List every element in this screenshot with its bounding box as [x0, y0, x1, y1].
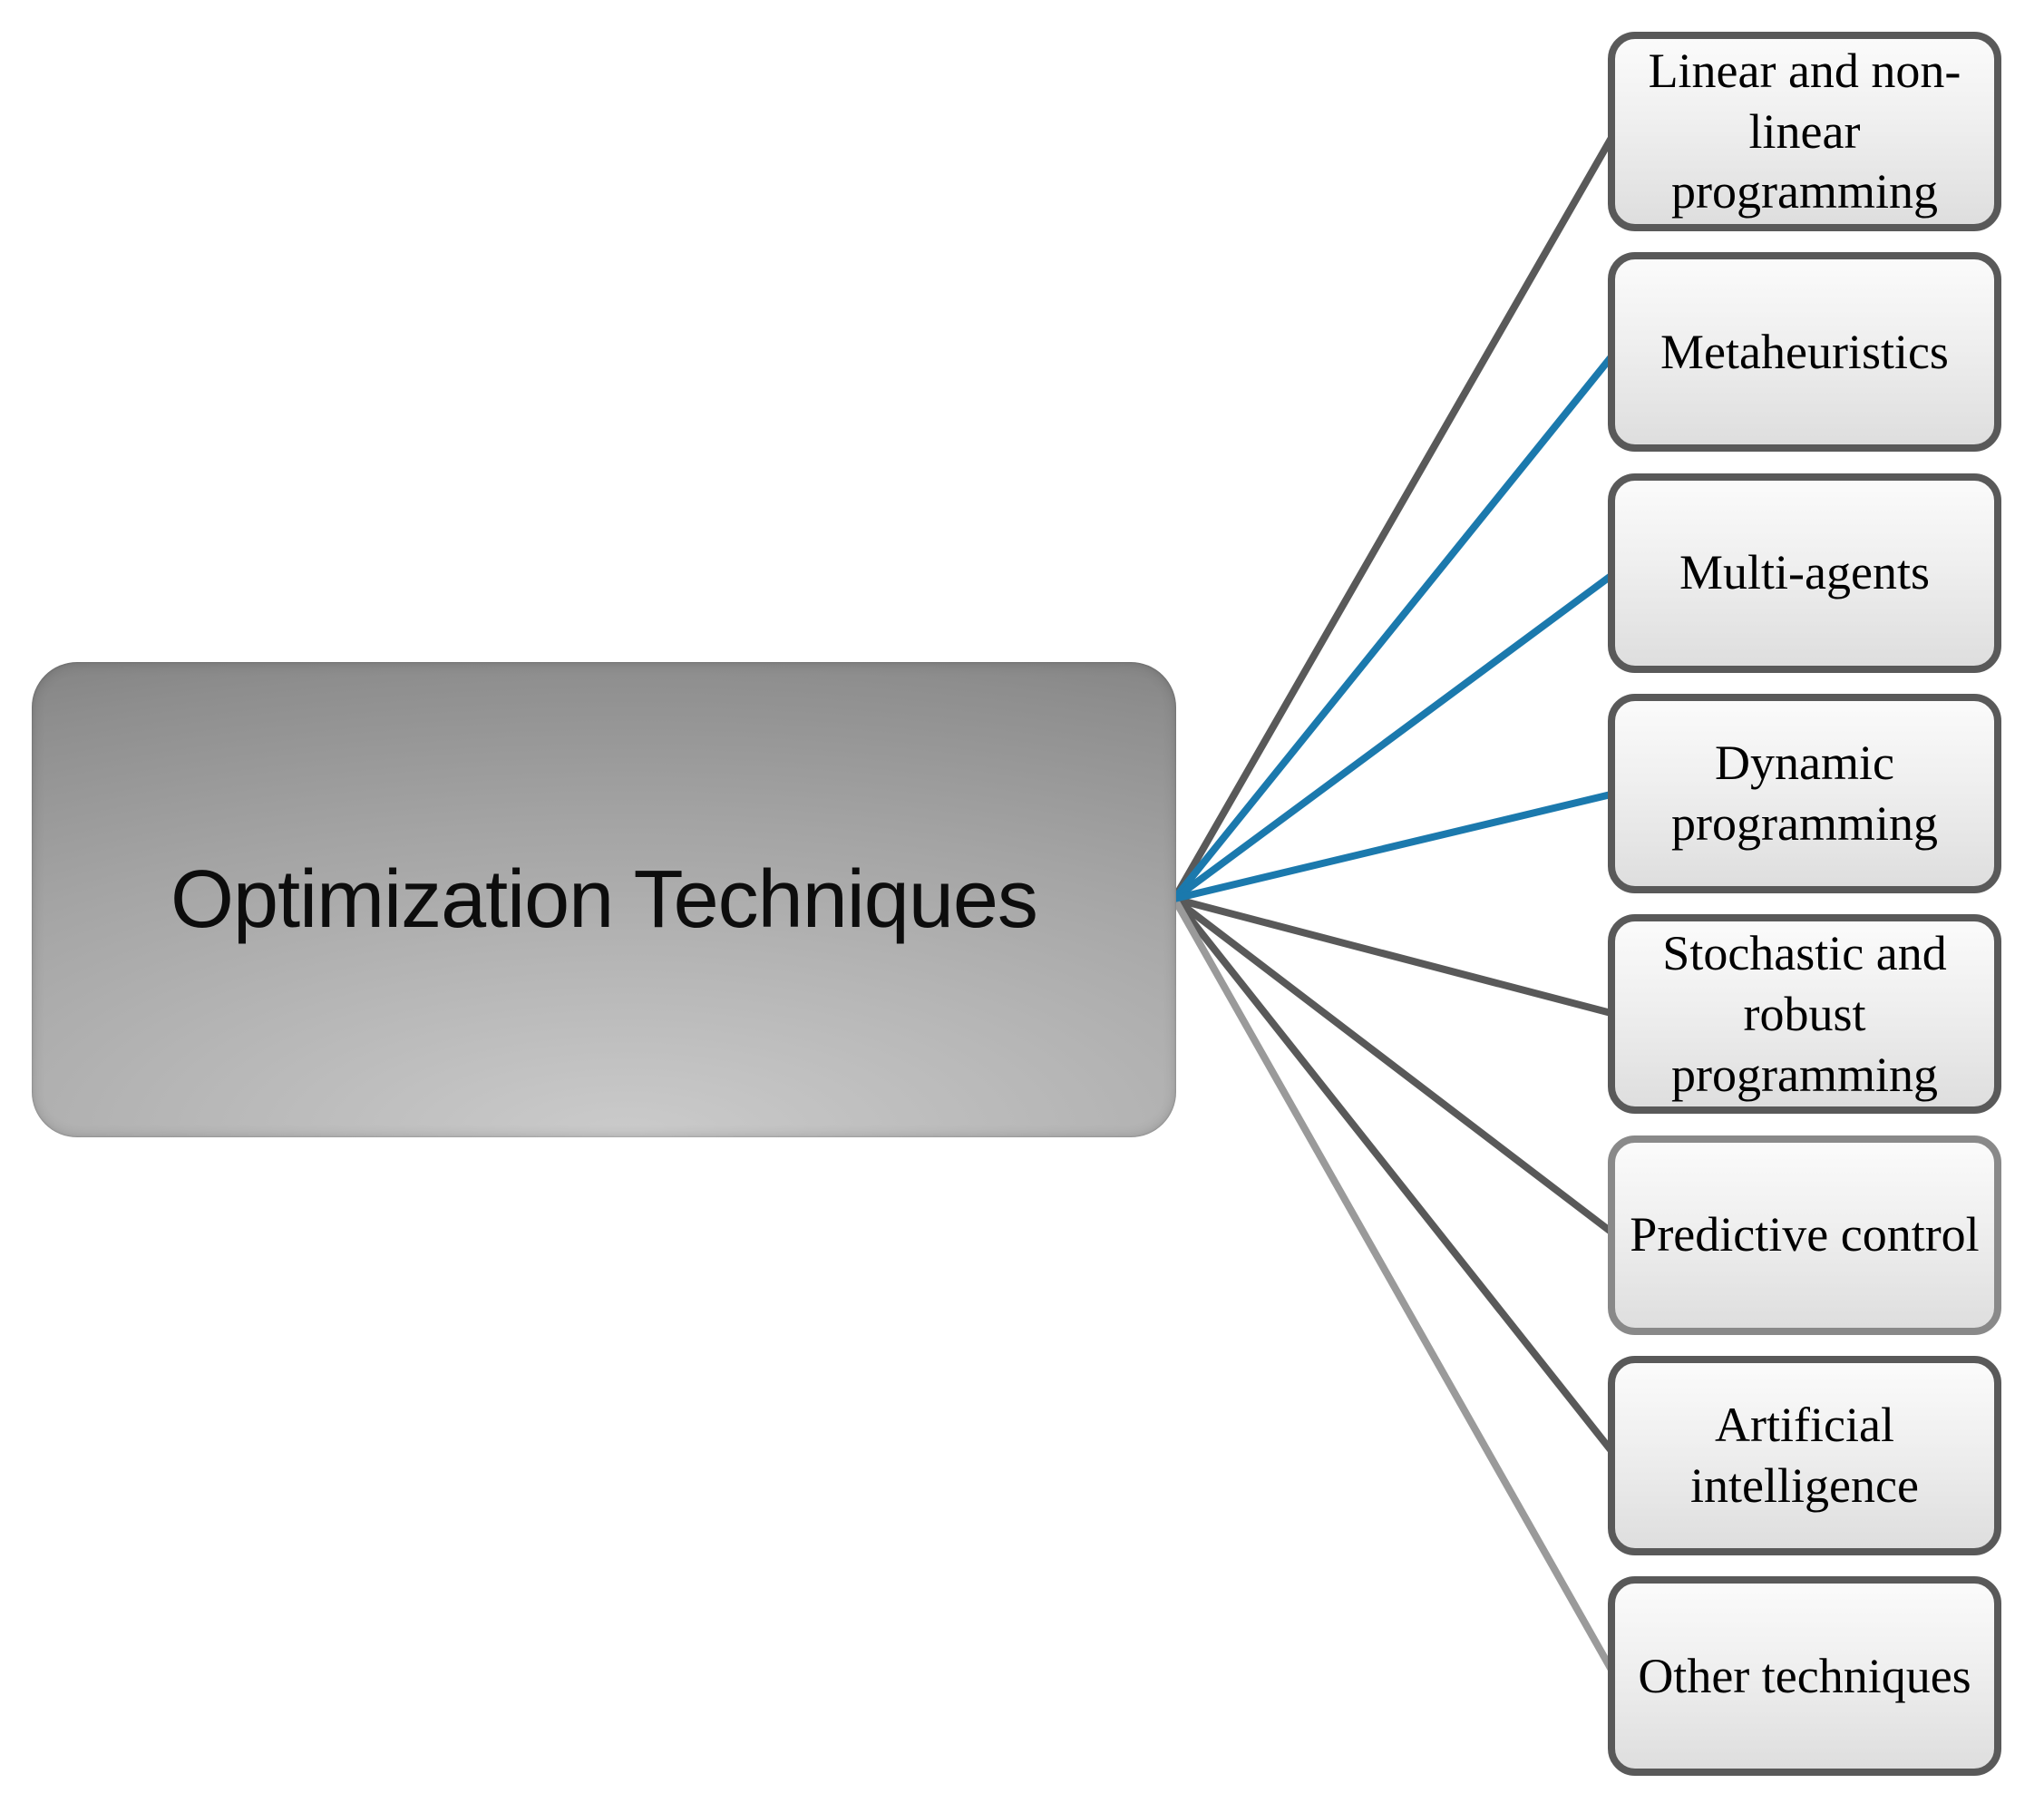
- connector-linear-and-non-linear-programming: [1171, 130, 1619, 901]
- child-node-metaheuristics: Metaheuristics: [1608, 252, 2001, 453]
- child-node-predictive-control: Predictive control: [1608, 1135, 2001, 1335]
- root-node: Optimization Techniques: [32, 662, 1176, 1137]
- child-node-label: Linear and non-linear programming: [1648, 43, 1961, 219]
- child-node-dynamic-programming: Dynamic programming: [1608, 693, 2001, 893]
- connector-stochastic-and-robust-programming: [1173, 895, 1617, 1018]
- connector-metaheuristics: [1171, 349, 1619, 902]
- connector-multi-agents: [1172, 570, 1618, 902]
- child-node-label: Other techniques: [1638, 1648, 1971, 1703]
- connector-artificial-intelligence: [1171, 896, 1619, 1458]
- child-node-stochastic-and-robust-programming: Stochastic and robust programming: [1608, 914, 2001, 1115]
- child-node-artificial-intelligence: Artificial intelligence: [1608, 1355, 2001, 1555]
- child-node-linear-and-non-linear-programming: Linear and non-linear programming: [1608, 32, 2001, 231]
- child-node-label: Stochastic and robust programming: [1662, 925, 1947, 1102]
- child-node-label: Artificial intelligence: [1690, 1397, 1919, 1513]
- child-node-label: Predictive control: [1630, 1207, 1980, 1262]
- child-node-label: Multi-agents: [1679, 545, 1930, 600]
- connector-other-techniques: [1171, 897, 1619, 1679]
- child-node-label: Dynamic programming: [1671, 735, 1938, 851]
- child-node-other-techniques: Other techniques: [1608, 1576, 2001, 1777]
- child-node-label: Metaheuristics: [1660, 324, 1949, 379]
- connector-predictive-control: [1172, 895, 1618, 1238]
- child-node-multi-agents: Multi-agents: [1608, 473, 2001, 673]
- root-node-label: Optimization Techniques: [170, 853, 1038, 945]
- connector-dynamic-programming: [1173, 790, 1616, 902]
